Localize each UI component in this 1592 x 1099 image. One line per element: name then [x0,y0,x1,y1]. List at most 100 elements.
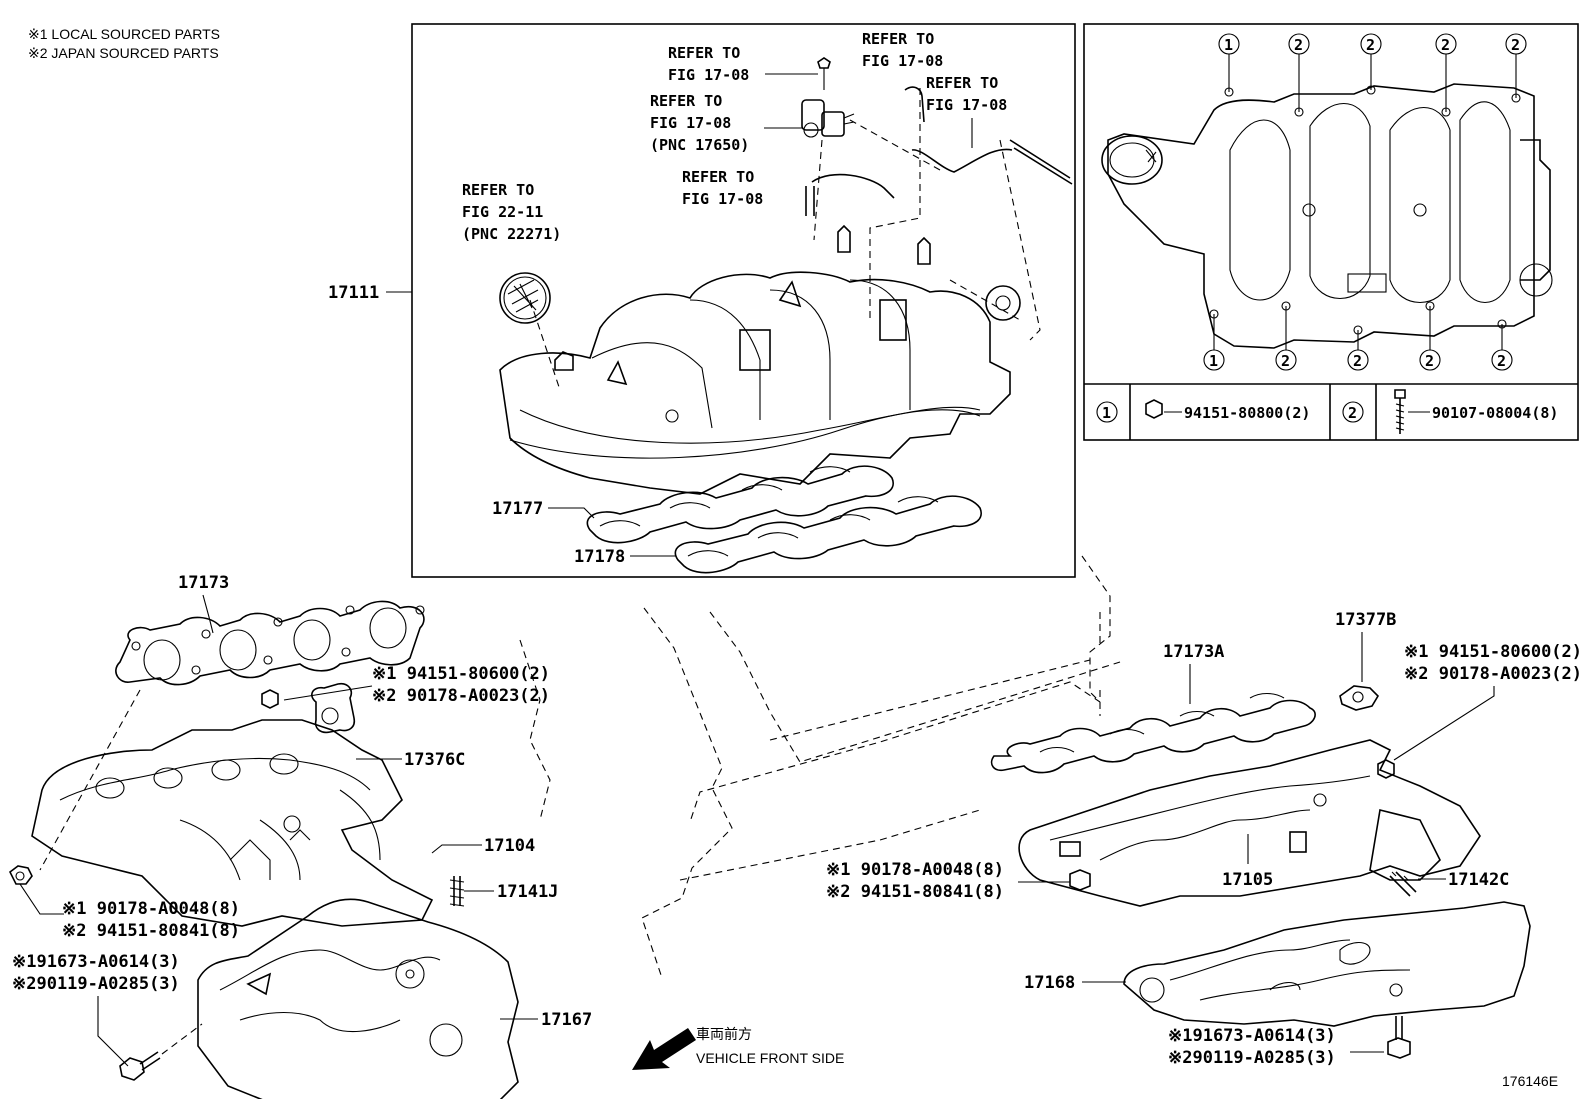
left-lower-nut-note-1: ※1 90178-A0048(8) [62,899,240,919]
leader-left-nut [283,685,373,701]
left-nut-note-1: ※1 94151-80600(2) [372,664,550,684]
stud-17141J-icon [449,876,465,907]
intake-manifold-body [499,224,1021,495]
part-number-17142C: 17142C [1448,870,1509,890]
legend-part-2: 90107-08004(8) [1432,404,1558,422]
bolt-icon [1394,389,1406,434]
leader-left-lower-nut [19,883,64,915]
svg-text:REFER TO: REFER TO [650,92,722,110]
svg-text:2: 2 [1441,36,1450,54]
intake-gasket-17177 [586,465,894,544]
exhaust-gasket-17173A [990,692,1316,774]
vehicle-front-arrow-icon [632,1028,696,1070]
left-lower-nut-note-2: ※2 94151-80841(8) [62,921,240,941]
manifold-top-view [1101,83,1553,349]
note-local-sourced: ※1 LOCAL SOURCED PARTS [28,26,220,42]
fastener-legend-row: 1 94151-80800(2) 2 90107-08004(8) [1096,389,1558,434]
mesh-screen-icon [499,272,551,324]
svg-text:FIG 17-08: FIG 17-08 [650,114,731,132]
svg-text:FIG 17-08: FIG 17-08 [926,96,1007,114]
refer-block-1: REFER TO FIG 17-08 [668,44,749,84]
note-japan-sourced: ※2 JAPAN SOURCED PARTS [28,45,219,61]
svg-text:REFER TO: REFER TO [682,168,754,186]
leader-17104 [431,844,482,854]
svg-text:2: 2 [1353,352,1362,370]
right-bolt-icon [1387,1016,1411,1059]
refer-block-5: REFER TO FIG 17-08 [682,168,763,208]
right-nut-icon [1377,759,1395,779]
leader-left-bolt [97,996,129,1067]
legend-part-1: 94151-80800(2) [1184,404,1310,422]
exhaust-manifold-17105 [1018,739,1481,907]
left-bolt-icon [119,1051,161,1081]
part-number-17173: 17173 [178,573,229,593]
direction-label-en: VEHICLE FRONT SIDE [696,1050,844,1066]
part-number-17168: 17168 [1024,973,1075,993]
svg-text:2: 2 [1366,36,1375,54]
part-number-17111: 17111 [328,283,379,303]
svg-text:(PNC 17650): (PNC 17650) [650,136,749,154]
inset-projection-lines [529,88,1041,391]
svg-text:2: 2 [1511,36,1520,54]
svg-text:REFER TO: REFER TO [926,74,998,92]
svg-text:1: 1 [1224,36,1233,54]
nut-icon [1145,399,1163,419]
intake-manifold-inset-frame [411,23,1076,578]
leader-17173 [202,594,214,634]
bottom-marker-row: 1 2 2 2 2 [1203,349,1513,371]
right-lower-nut-icon [1069,869,1091,891]
exhaust-manifold-17104 [31,719,434,927]
left-lower-nut-icon [8,865,33,885]
refer-block-3: REFER TO FIG 17-08 (PNC 17650) [650,92,749,154]
right-bolt-note-1: ※191673-A0614(3) [1168,1026,1336,1046]
right-lower-nut-note-2: ※2 94151-80841(8) [826,882,1004,902]
fastener-detail-frame [1083,23,1579,441]
left-bolt-note-1: ※191673-A0614(3) [12,952,180,972]
right-lower-nut-note-1: ※1 90178-A0048(8) [826,860,1004,880]
direction-label-jp: 車両前方 [696,1026,752,1042]
left-bolt-note-2: ※290119-A0285(3) [12,974,180,994]
svg-text:FIG 17-08: FIG 17-08 [668,66,749,84]
part-number-17178: 17178 [574,547,625,567]
svg-text:2: 2 [1294,36,1303,54]
part-number-17141J: 17141J [497,882,558,902]
svg-text:REFER TO: REFER TO [862,30,934,48]
svg-text:2: 2 [1497,352,1506,370]
part-number-17377B: 17377B [1335,610,1396,630]
right-nut-note-1: ※1 94151-80600(2) [1404,642,1582,662]
part-number-17167: 17167 [541,1010,592,1030]
svg-text:(PNC 22271): (PNC 22271) [462,225,561,243]
figure-id: 176146E [1502,1073,1558,1089]
top-marker-leaders [1228,54,1517,112]
refer-block-2: REFER TO FIG 17-08 [862,30,943,70]
svg-text:2: 2 [1281,352,1290,370]
svg-text:REFER TO: REFER TO [668,44,740,62]
part-number-17105: 17105 [1222,870,1273,890]
refer-block-6: REFER TO FIG 22-11 (PNC 22271) [462,181,561,243]
vacuum-hose-icon [805,86,1073,216]
part-number-17177: 17177 [492,499,543,519]
svg-text:REFER TO: REFER TO [462,181,534,199]
refer-block-4: REFER TO FIG 17-08 [926,74,1007,114]
right-nut-note-2: ※2 90178-A0023(2) [1404,664,1582,684]
top-marker-row: 1 2 2 2 2 [1218,33,1527,55]
stud-17142C-icon [1389,871,1417,897]
right-bolt-note-2: ※290119-A0285(3) [1168,1048,1336,1068]
part-number-17173A: 17173A [1163,642,1224,662]
heat-insulator-17167 [197,898,519,1099]
left-bolt-projection [161,1023,203,1055]
svg-text:FIG 22-11: FIG 22-11 [462,203,543,221]
svg-text:2: 2 [1425,352,1434,370]
leader-right-nut [1393,686,1495,761]
part-number-17104: 17104 [484,836,535,856]
svg-text:1: 1 [1209,352,1218,370]
vsv-valve-icon [764,57,855,138]
svg-text:FIG 17-08: FIG 17-08 [682,190,763,208]
heat-insulator-17168 [1123,901,1531,1027]
leader-17177 [548,507,595,519]
svg-text:1: 1 [1102,404,1111,422]
intake-gasket-17178 [674,495,982,574]
left-nut-note-2: ※2 90178-A0023(2) [372,686,550,706]
exhaust-gasket-17377B [1339,685,1380,711]
